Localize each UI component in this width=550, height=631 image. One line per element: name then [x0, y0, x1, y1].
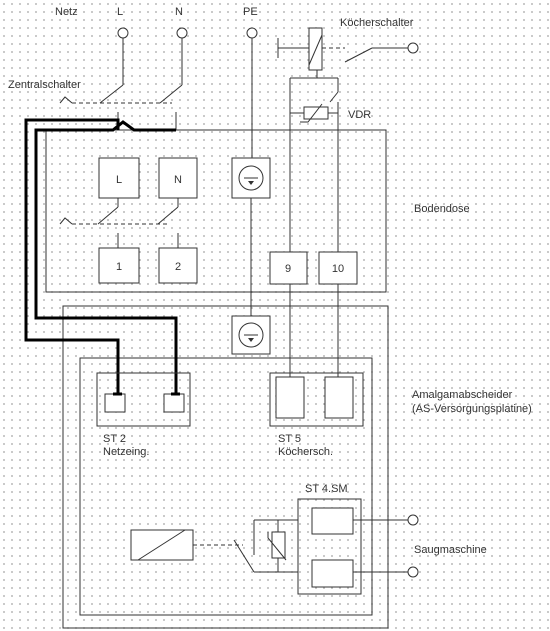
saugmaschine-terminals	[353, 514, 419, 578]
st2-sublabel: Netzeing.	[103, 446, 149, 458]
label-amalgamabscheider: Amalgamabscheider	[412, 389, 513, 401]
as-versorgungsplatine-box	[79, 357, 373, 616]
relay-coil	[130, 529, 243, 561]
st2-connector	[96, 372, 191, 427]
ground-symbol-top	[231, 157, 271, 199]
bodendose-terminal-l: L	[98, 157, 140, 199]
label-vdr: VDR	[348, 109, 371, 121]
bodendose-terminal-10: 10	[318, 251, 358, 285]
st5-connector	[269, 372, 364, 427]
svg-text:1: 1	[116, 261, 122, 273]
label-n: N	[175, 6, 183, 18]
st4-connector	[297, 498, 362, 595]
bodendose-switch	[59, 198, 179, 248]
label-bodendose: Bodendose	[414, 203, 470, 215]
label-pe: PE	[243, 6, 258, 18]
vdr-varistor	[289, 100, 339, 252]
bodendose-terminal-1: 1	[98, 247, 140, 284]
terminal-pe	[246, 27, 258, 39]
label-as-versorgungsplatine: (AS-Versorgungsplatine)	[412, 403, 532, 415]
st5-label: ST 5	[278, 433, 301, 445]
label-zentralschalter: Zentralschalter	[8, 79, 81, 91]
label-koecherschalter: Köcherschalter	[340, 17, 414, 29]
terminal-l	[117, 27, 129, 39]
koecherschalter-switch	[277, 27, 419, 103]
label-saugmaschine: Saugmaschine	[414, 544, 487, 556]
st4-label: ST 4.SM	[305, 483, 348, 495]
st5-sublabel: Köchersch.	[278, 446, 333, 458]
ground-symbol-bottom	[231, 315, 271, 355]
bodendose-terminal-9: 9	[269, 251, 308, 285]
power-cable	[24, 118, 178, 398]
svg-text:L: L	[116, 174, 122, 186]
bodendose-terminal-2: 2	[158, 247, 198, 284]
terminal-n	[176, 27, 188, 39]
relay-contact	[233, 519, 298, 573]
svg-text:2: 2	[175, 261, 181, 273]
bodendose-box	[45, 129, 387, 293]
label-l: L	[117, 6, 123, 18]
svg-text:9: 9	[285, 263, 291, 275]
svg-text:N: N	[174, 174, 182, 186]
label-netz: Netz	[55, 6, 78, 18]
bodendose-terminal-n: N	[158, 157, 198, 199]
svg-text:10: 10	[332, 263, 344, 275]
amalgamabscheider-box	[62, 305, 389, 629]
st2-label: ST 2	[103, 433, 126, 445]
